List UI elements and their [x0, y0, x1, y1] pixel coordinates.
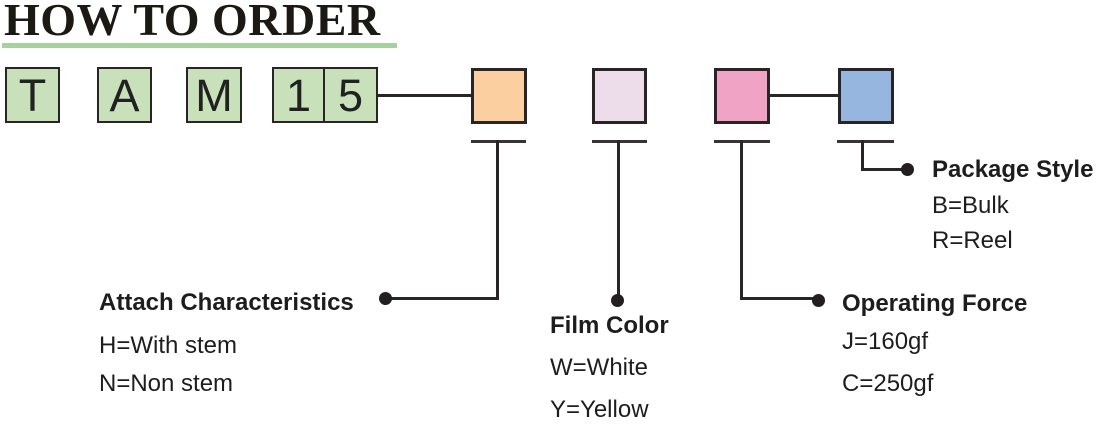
part-code-box-5: 5 [325, 67, 378, 123]
part-code-box-a: A [97, 67, 152, 123]
film-color-box [592, 68, 647, 124]
film-option-w: W=White [550, 354, 649, 381]
force-option-c: C=250gf [842, 370, 934, 397]
package-tick [837, 140, 894, 143]
package-style-box [838, 68, 894, 124]
page-title: HOW TO ORDER [4, 0, 381, 45]
operating-force-box [714, 68, 770, 124]
connector-force-to-package-box [769, 94, 838, 97]
attach-option-n: N=Non stem [99, 370, 234, 397]
attach-characteristics-box [471, 68, 527, 124]
film-option-y: Y=Yellow [550, 396, 649, 423]
force-bullet-icon [812, 294, 825, 307]
package-bullet-icon [901, 163, 914, 176]
force-option-j: J=160gf [842, 328, 929, 355]
film-bullet-icon [611, 294, 624, 307]
package-style-label: Package Style [932, 156, 1094, 183]
package-option-r: R=Reel [932, 227, 1013, 254]
attach-bullet-icon [379, 292, 392, 305]
part-code-box-t: T [5, 67, 60, 123]
attach-leader-horizontal [386, 297, 499, 300]
title-underline [2, 43, 397, 48]
attach-characteristics-label: Attach Characteristics [99, 289, 354, 316]
operating-force-label: Operating Force [842, 290, 1028, 317]
package-option-b: B=Bulk [932, 192, 1009, 219]
force-leader-vertical [740, 140, 743, 300]
attach-leader-vertical [496, 140, 499, 300]
film-leader-vertical [617, 140, 620, 297]
part-code-box-m: M [186, 67, 242, 123]
attach-option-h: H=With stem [99, 332, 238, 359]
film-color-label: Film Color [550, 312, 669, 339]
force-leader-horizontal [741, 297, 819, 300]
package-leader-horizontal [862, 168, 908, 171]
package-leader-vertical [861, 140, 864, 171]
connector-code-to-attach-box [377, 94, 471, 97]
part-code-box-1: 1 [272, 67, 325, 123]
